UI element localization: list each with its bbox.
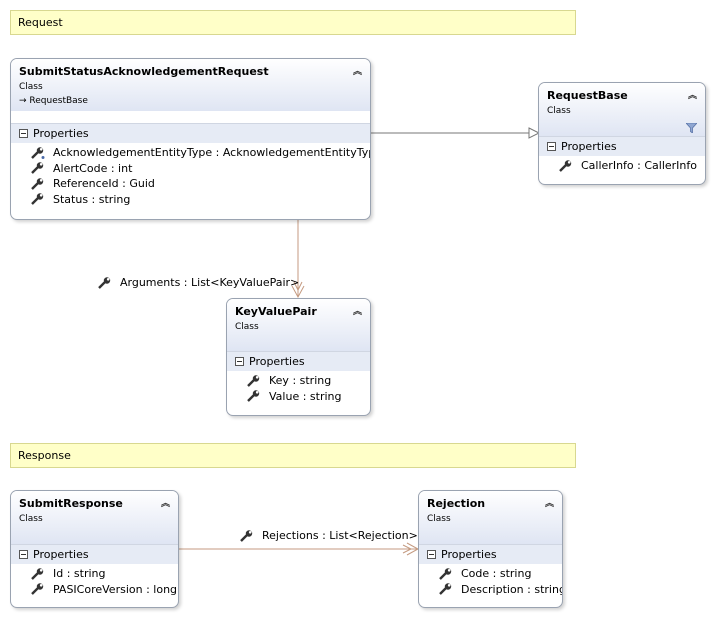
class-request-base[interactable]: RequestBase Class ︽ Properties CallerInf… <box>538 82 706 185</box>
properties-section-header[interactable]: Properties <box>11 544 178 564</box>
minus-box-icon[interactable] <box>19 129 28 138</box>
wrench-icon <box>31 178 44 190</box>
property-text: AcknowledgementEntityType : Acknowledgem… <box>53 146 371 160</box>
section-label: Properties <box>441 548 497 561</box>
association-text: Rejections : List<Rejection> <box>262 529 418 542</box>
class-kind: Class <box>235 322 259 332</box>
double-chevron-up-icon[interactable]: ︽ <box>687 91 697 101</box>
base-class-name: RequestBase <box>29 96 88 106</box>
inheritance-arrowhead <box>528 127 541 139</box>
wrench-icon <box>240 529 253 542</box>
properties-section-header[interactable]: Properties <box>11 123 370 143</box>
class-header: RequestBase Class ︽ <box>539 83 705 136</box>
property-text: Description : string <box>461 582 563 596</box>
rejections-arrowhead-inner <box>402 544 413 554</box>
wrench-icon <box>31 162 44 175</box>
property-row[interactable]: Id : string <box>11 566 178 582</box>
class-name: RequestBase <box>547 89 628 102</box>
property-row[interactable]: CallerInfo : CallerInfo <box>539 158 705 174</box>
property-row[interactable]: Status : string <box>11 192 370 208</box>
property-row[interactable]: Description : string <box>419 582 562 598</box>
request-note-text: Request <box>18 16 63 29</box>
double-chevron-up-icon[interactable]: ︽ <box>352 307 362 317</box>
class-header: SubmitStatusAcknowledgementRequest Class… <box>11 59 370 111</box>
property-row[interactable]: ReferenceId : Guid <box>11 176 370 192</box>
class-name: SubmitResponse <box>19 497 123 510</box>
property-list: Code : string Description : string <box>419 564 562 601</box>
minus-box-icon[interactable] <box>427 550 436 559</box>
class-kind: Class <box>19 82 43 92</box>
property-text: CallerInfo : CallerInfo <box>581 159 697 173</box>
section-label: Properties <box>33 548 89 561</box>
arrow-right-icon: → <box>19 96 27 106</box>
class-rejection[interactable]: Rejection Class ︽ Properties Code : stri… <box>418 490 563 608</box>
section-label: Properties <box>33 127 89 140</box>
arguments-arrowhead-inner <box>293 281 303 292</box>
class-header: Rejection Class ︽ <box>419 491 562 544</box>
property-row[interactable]: PASICoreVersion : long <box>11 582 178 598</box>
properties-section-header[interactable]: Properties <box>227 351 370 371</box>
minus-box-icon[interactable] <box>235 357 244 366</box>
response-note-text: Response <box>18 449 71 462</box>
class-header: SubmitResponse Class ︽ <box>11 491 178 544</box>
property-list: AcknowledgementEntityType : Acknowledgem… <box>11 143 370 211</box>
property-list: Key : string Value : string <box>227 371 370 408</box>
property-row[interactable]: Value : string <box>227 389 370 405</box>
property-text: Id : string <box>53 567 106 581</box>
wrench-icon <box>31 147 45 159</box>
double-chevron-up-icon[interactable]: ︽ <box>352 67 362 77</box>
wrench-icon <box>31 583 44 596</box>
property-row[interactable]: AcknowledgementEntityType : Acknowledgem… <box>11 145 370 161</box>
properties-section-header[interactable]: Properties <box>419 544 562 564</box>
wrench-icon <box>31 568 44 580</box>
double-chevron-up-icon[interactable]: ︽ <box>160 499 170 509</box>
property-text: AlertCode : int <box>53 161 133 175</box>
wrench-icon <box>439 583 452 596</box>
section-label: Properties <box>249 355 305 368</box>
wrench-icon <box>559 160 572 172</box>
response-note[interactable]: Response <box>10 443 576 468</box>
arguments-arrowhead <box>291 285 305 299</box>
property-text: Status : string <box>53 192 131 206</box>
class-kind: Class <box>427 514 451 524</box>
property-row[interactable]: Key : string <box>227 373 370 389</box>
property-row[interactable]: AlertCode : int <box>11 161 370 177</box>
property-text: Value : string <box>269 389 342 403</box>
wrench-icon <box>98 276 111 289</box>
wrench-icon <box>247 375 260 387</box>
property-list: Id : string PASICoreVersion : long <box>11 564 178 601</box>
property-text: PASICoreVersion : long <box>53 582 178 596</box>
section-label: Properties <box>561 140 617 153</box>
class-submit-response[interactable]: SubmitResponse Class ︽ Properties Id : s… <box>10 490 179 608</box>
arguments-association-label[interactable]: Arguments : List<KeyValuePair> <box>98 276 299 289</box>
class-key-value-pair[interactable]: KeyValuePair Class ︽ Properties Key : st… <box>226 298 371 416</box>
class-name: Rejection <box>427 497 486 510</box>
wrench-icon <box>247 390 260 403</box>
class-kind: Class <box>547 106 571 116</box>
filter-icon[interactable] <box>686 123 697 133</box>
class-name: SubmitStatusAcknowledgementRequest <box>19 65 269 78</box>
property-text: ReferenceId : Guid <box>53 177 155 191</box>
request-note[interactable]: Request <box>10 10 576 35</box>
double-chevron-up-icon[interactable]: ︽ <box>544 499 554 509</box>
wrench-icon <box>439 568 452 580</box>
base-class-ref: → RequestBase <box>19 96 362 106</box>
class-kind: Class <box>19 514 43 524</box>
property-row[interactable]: Code : string <box>419 566 562 582</box>
minus-box-icon[interactable] <box>19 550 28 559</box>
wrench-icon <box>31 193 44 206</box>
class-name: KeyValuePair <box>235 305 317 318</box>
property-text: Code : string <box>461 567 532 581</box>
properties-section-header[interactable]: Properties <box>539 136 705 156</box>
association-text: Arguments : List<KeyValuePair> <box>120 276 300 289</box>
class-submit-status-acknowledgement-request[interactable]: SubmitStatusAcknowledgementRequest Class… <box>10 58 371 220</box>
rejections-association-label[interactable]: Rejections : List<Rejection> <box>240 529 418 542</box>
property-list: CallerInfo : CallerInfo <box>539 156 705 178</box>
property-text: Key : string <box>269 374 332 388</box>
class-header: KeyValuePair Class ︽ <box>227 299 370 351</box>
minus-box-icon[interactable] <box>547 142 556 151</box>
